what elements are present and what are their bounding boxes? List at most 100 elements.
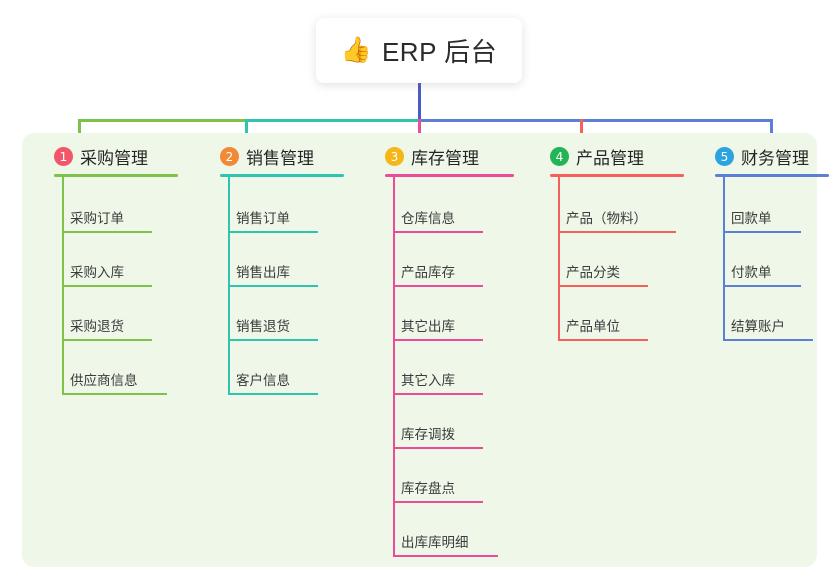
column-3: 3 库存管理仓库信息产品库存其它出库其它入库库存调拨库存盘点出库库明细	[369, 133, 524, 567]
column-title-4: 产品管理	[576, 149, 644, 168]
column-3-item-4[interactable]: 其它入库	[393, 365, 483, 395]
item-label: 库存调拨	[401, 427, 455, 442]
connector-bus-segment-2	[245, 119, 418, 122]
column-5-item-1[interactable]: 回款单	[723, 203, 801, 233]
column-header-5[interactable]: 5 财务管理	[715, 144, 809, 169]
item-label: 其它出库	[401, 319, 455, 334]
column-header-1[interactable]: 1 采购管理	[54, 144, 148, 169]
column-1-item-2[interactable]: 采购入库	[62, 257, 152, 287]
column-header-rule-4	[550, 174, 684, 177]
item-label: 供应商信息	[70, 373, 138, 388]
item-rule	[393, 285, 483, 287]
item-label: 结算账户	[731, 319, 785, 334]
item-rule	[228, 393, 318, 395]
column-title-3: 库存管理	[411, 149, 479, 168]
column-spine-1	[62, 174, 64, 395]
column-title-1: 采购管理	[80, 149, 148, 168]
column-4-item-1[interactable]: 产品（物料）	[558, 203, 676, 233]
item-rule	[62, 285, 152, 287]
column-1-item-4[interactable]: 供应商信息	[62, 365, 167, 395]
item-rule	[723, 339, 813, 341]
item-rule	[723, 285, 801, 287]
item-label: 销售出库	[236, 265, 290, 280]
item-label: 产品（物料）	[566, 211, 647, 226]
column-header-2[interactable]: 2 销售管理	[220, 144, 314, 169]
column-1-item-1[interactable]: 采购订单	[62, 203, 152, 233]
item-label: 销售退货	[236, 319, 290, 334]
item-rule	[228, 339, 318, 341]
column-spine-4	[558, 174, 560, 341]
column-5-item-3[interactable]: 结算账户	[723, 311, 813, 341]
column-badge-4: 4	[550, 147, 569, 166]
item-rule	[393, 555, 498, 557]
column-2-item-3[interactable]: 销售退货	[228, 311, 318, 341]
page-title: ERP 后台	[381, 37, 498, 67]
item-rule	[393, 339, 483, 341]
diagram-title-card: 👍 ERP 后台	[316, 18, 522, 83]
column-3-item-6[interactable]: 库存盘点	[393, 473, 483, 503]
item-label: 客户信息	[236, 373, 290, 388]
column-badge-2: 2	[220, 147, 239, 166]
column-3-item-3[interactable]: 其它出库	[393, 311, 483, 341]
column-2: 2 销售管理销售订单销售出库销售退货客户信息	[204, 133, 354, 567]
column-header-rule-2	[220, 174, 344, 177]
item-label: 产品单位	[566, 319, 620, 334]
column-5-item-2[interactable]: 付款单	[723, 257, 801, 287]
column-3-item-2[interactable]: 产品库存	[393, 257, 483, 287]
column-5: 5 财务管理回款单付款单结算账户	[699, 133, 839, 567]
item-label: 仓库信息	[401, 211, 455, 226]
column-header-rule-3	[385, 174, 514, 177]
connector-stem	[418, 83, 421, 119]
item-rule	[723, 231, 801, 233]
column-header-4[interactable]: 4 产品管理	[550, 144, 644, 169]
item-rule	[558, 231, 676, 233]
item-rule	[393, 501, 483, 503]
item-rule	[228, 231, 318, 233]
column-3-item-5[interactable]: 库存调拨	[393, 419, 483, 449]
column-4-item-3[interactable]: 产品单位	[558, 311, 648, 341]
column-header-rule-5	[715, 174, 829, 177]
column-2-item-1[interactable]: 销售订单	[228, 203, 318, 233]
item-label: 采购退货	[70, 319, 124, 334]
item-rule	[228, 285, 318, 287]
column-spine-3	[393, 174, 395, 557]
item-rule	[393, 393, 483, 395]
item-rule	[558, 285, 648, 287]
column-3-item-7[interactable]: 出库库明细	[393, 527, 498, 557]
item-rule	[62, 339, 152, 341]
column-header-rule-1	[54, 174, 178, 177]
item-label: 产品库存	[401, 265, 455, 280]
column-4-item-2[interactable]: 产品分类	[558, 257, 648, 287]
item-rule	[62, 231, 152, 233]
column-spine-5	[723, 174, 725, 341]
column-3-item-1[interactable]: 仓库信息	[393, 203, 483, 233]
item-label: 回款单	[731, 211, 772, 226]
column-title-2: 销售管理	[246, 149, 314, 168]
item-rule	[558, 339, 648, 341]
column-spine-2	[228, 174, 230, 395]
column-badge-1: 1	[54, 147, 73, 166]
item-label: 采购入库	[70, 265, 124, 280]
column-title-5: 财务管理	[741, 149, 809, 168]
item-label: 其它入库	[401, 373, 455, 388]
connector-bus-segment-1	[78, 119, 245, 122]
column-badge-5: 5	[715, 147, 734, 166]
item-rule	[393, 447, 483, 449]
column-1: 1 采购管理采购订单采购入库采购退货供应商信息	[38, 133, 188, 567]
diagram-panel: 1 采购管理采购订单采购入库采购退货供应商信息 2 销售管理销售订单销售出库销售退货客…	[22, 133, 829, 567]
item-rule	[393, 231, 483, 233]
item-rule	[62, 393, 167, 395]
column-4: 4 产品管理产品（物料） 产品分类产品单位	[534, 133, 694, 567]
item-label: 付款单	[731, 265, 772, 280]
connector-bus-segment-3	[418, 119, 770, 122]
column-2-item-4[interactable]: 客户信息	[228, 365, 318, 395]
column-badge-3: 3	[385, 147, 404, 166]
item-label: 采购订单	[70, 211, 124, 226]
column-header-3[interactable]: 3 库存管理	[385, 144, 479, 169]
item-label: 库存盘点	[401, 481, 455, 496]
column-1-item-3[interactable]: 采购退货	[62, 311, 152, 341]
item-label: 产品分类	[566, 265, 620, 280]
thumbs-up-icon: 👍	[340, 36, 372, 64]
item-label: 出库库明细	[401, 535, 469, 550]
column-2-item-2[interactable]: 销售出库	[228, 257, 318, 287]
